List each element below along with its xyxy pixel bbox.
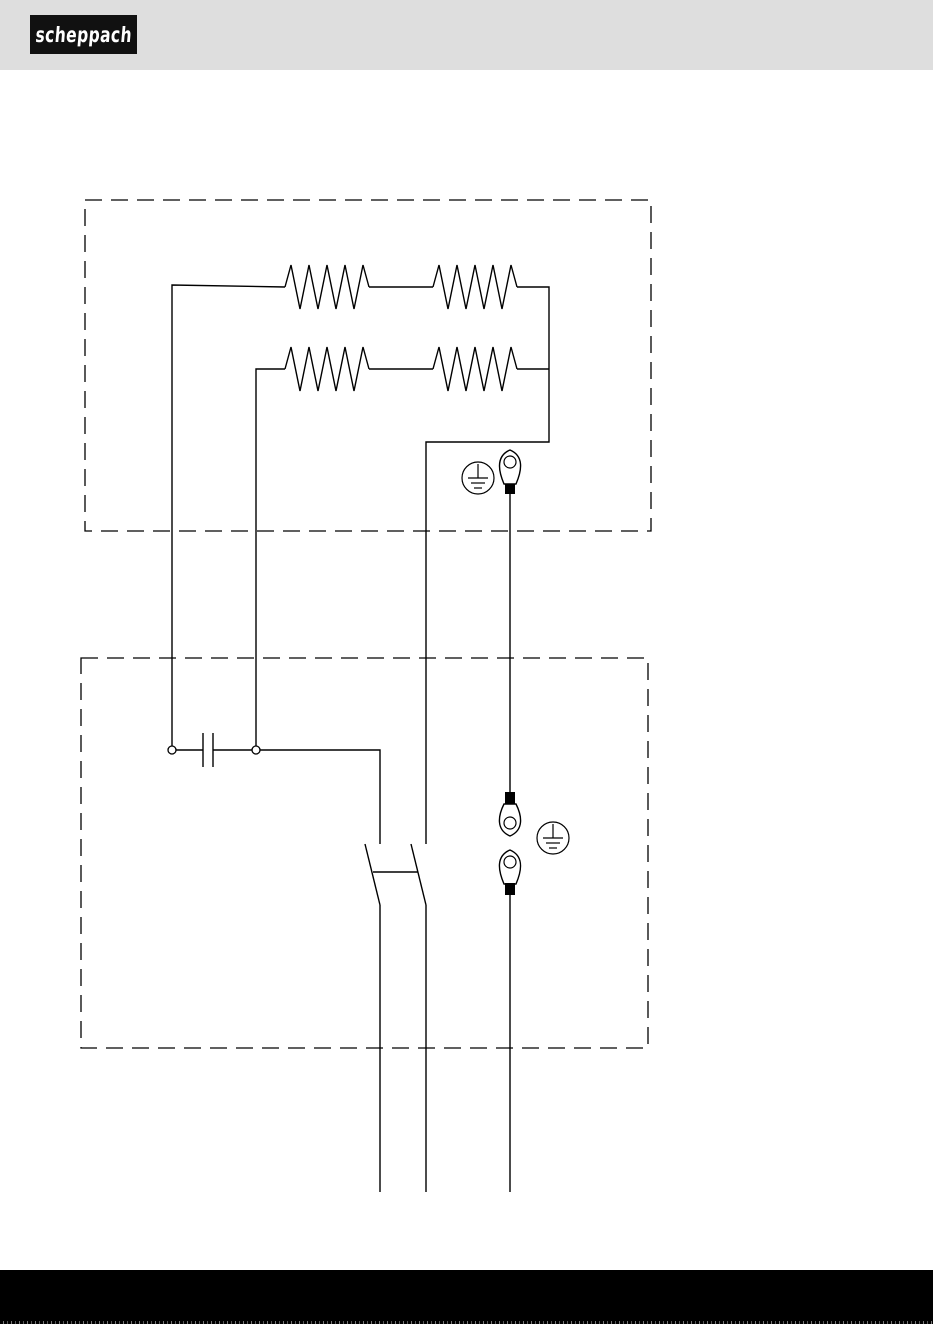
earth-symbol-top — [462, 462, 494, 494]
double-pole-switch — [365, 844, 426, 1192]
earth-symbol-bottom — [537, 822, 569, 854]
ring-terminal-bottom — [499, 850, 520, 1192]
header-bar: scheppach — [0, 0, 933, 70]
capacitor — [168, 733, 380, 844]
ring-terminal-top — [499, 450, 520, 494]
ring-terminal-middle — [499, 792, 520, 836]
heating-element-1 — [285, 265, 369, 309]
heating-element-4 — [433, 347, 517, 391]
footer-bar — [0, 1270, 933, 1324]
element-wiring — [172, 285, 549, 844]
brand-name: scheppach — [34, 23, 133, 47]
wiring-diagram — [0, 70, 933, 1270]
heating-element-2 — [433, 265, 517, 309]
scheppach-logo: scheppach — [30, 15, 137, 54]
heating-element-3 — [285, 347, 369, 391]
lower-enclosure — [81, 658, 648, 1048]
